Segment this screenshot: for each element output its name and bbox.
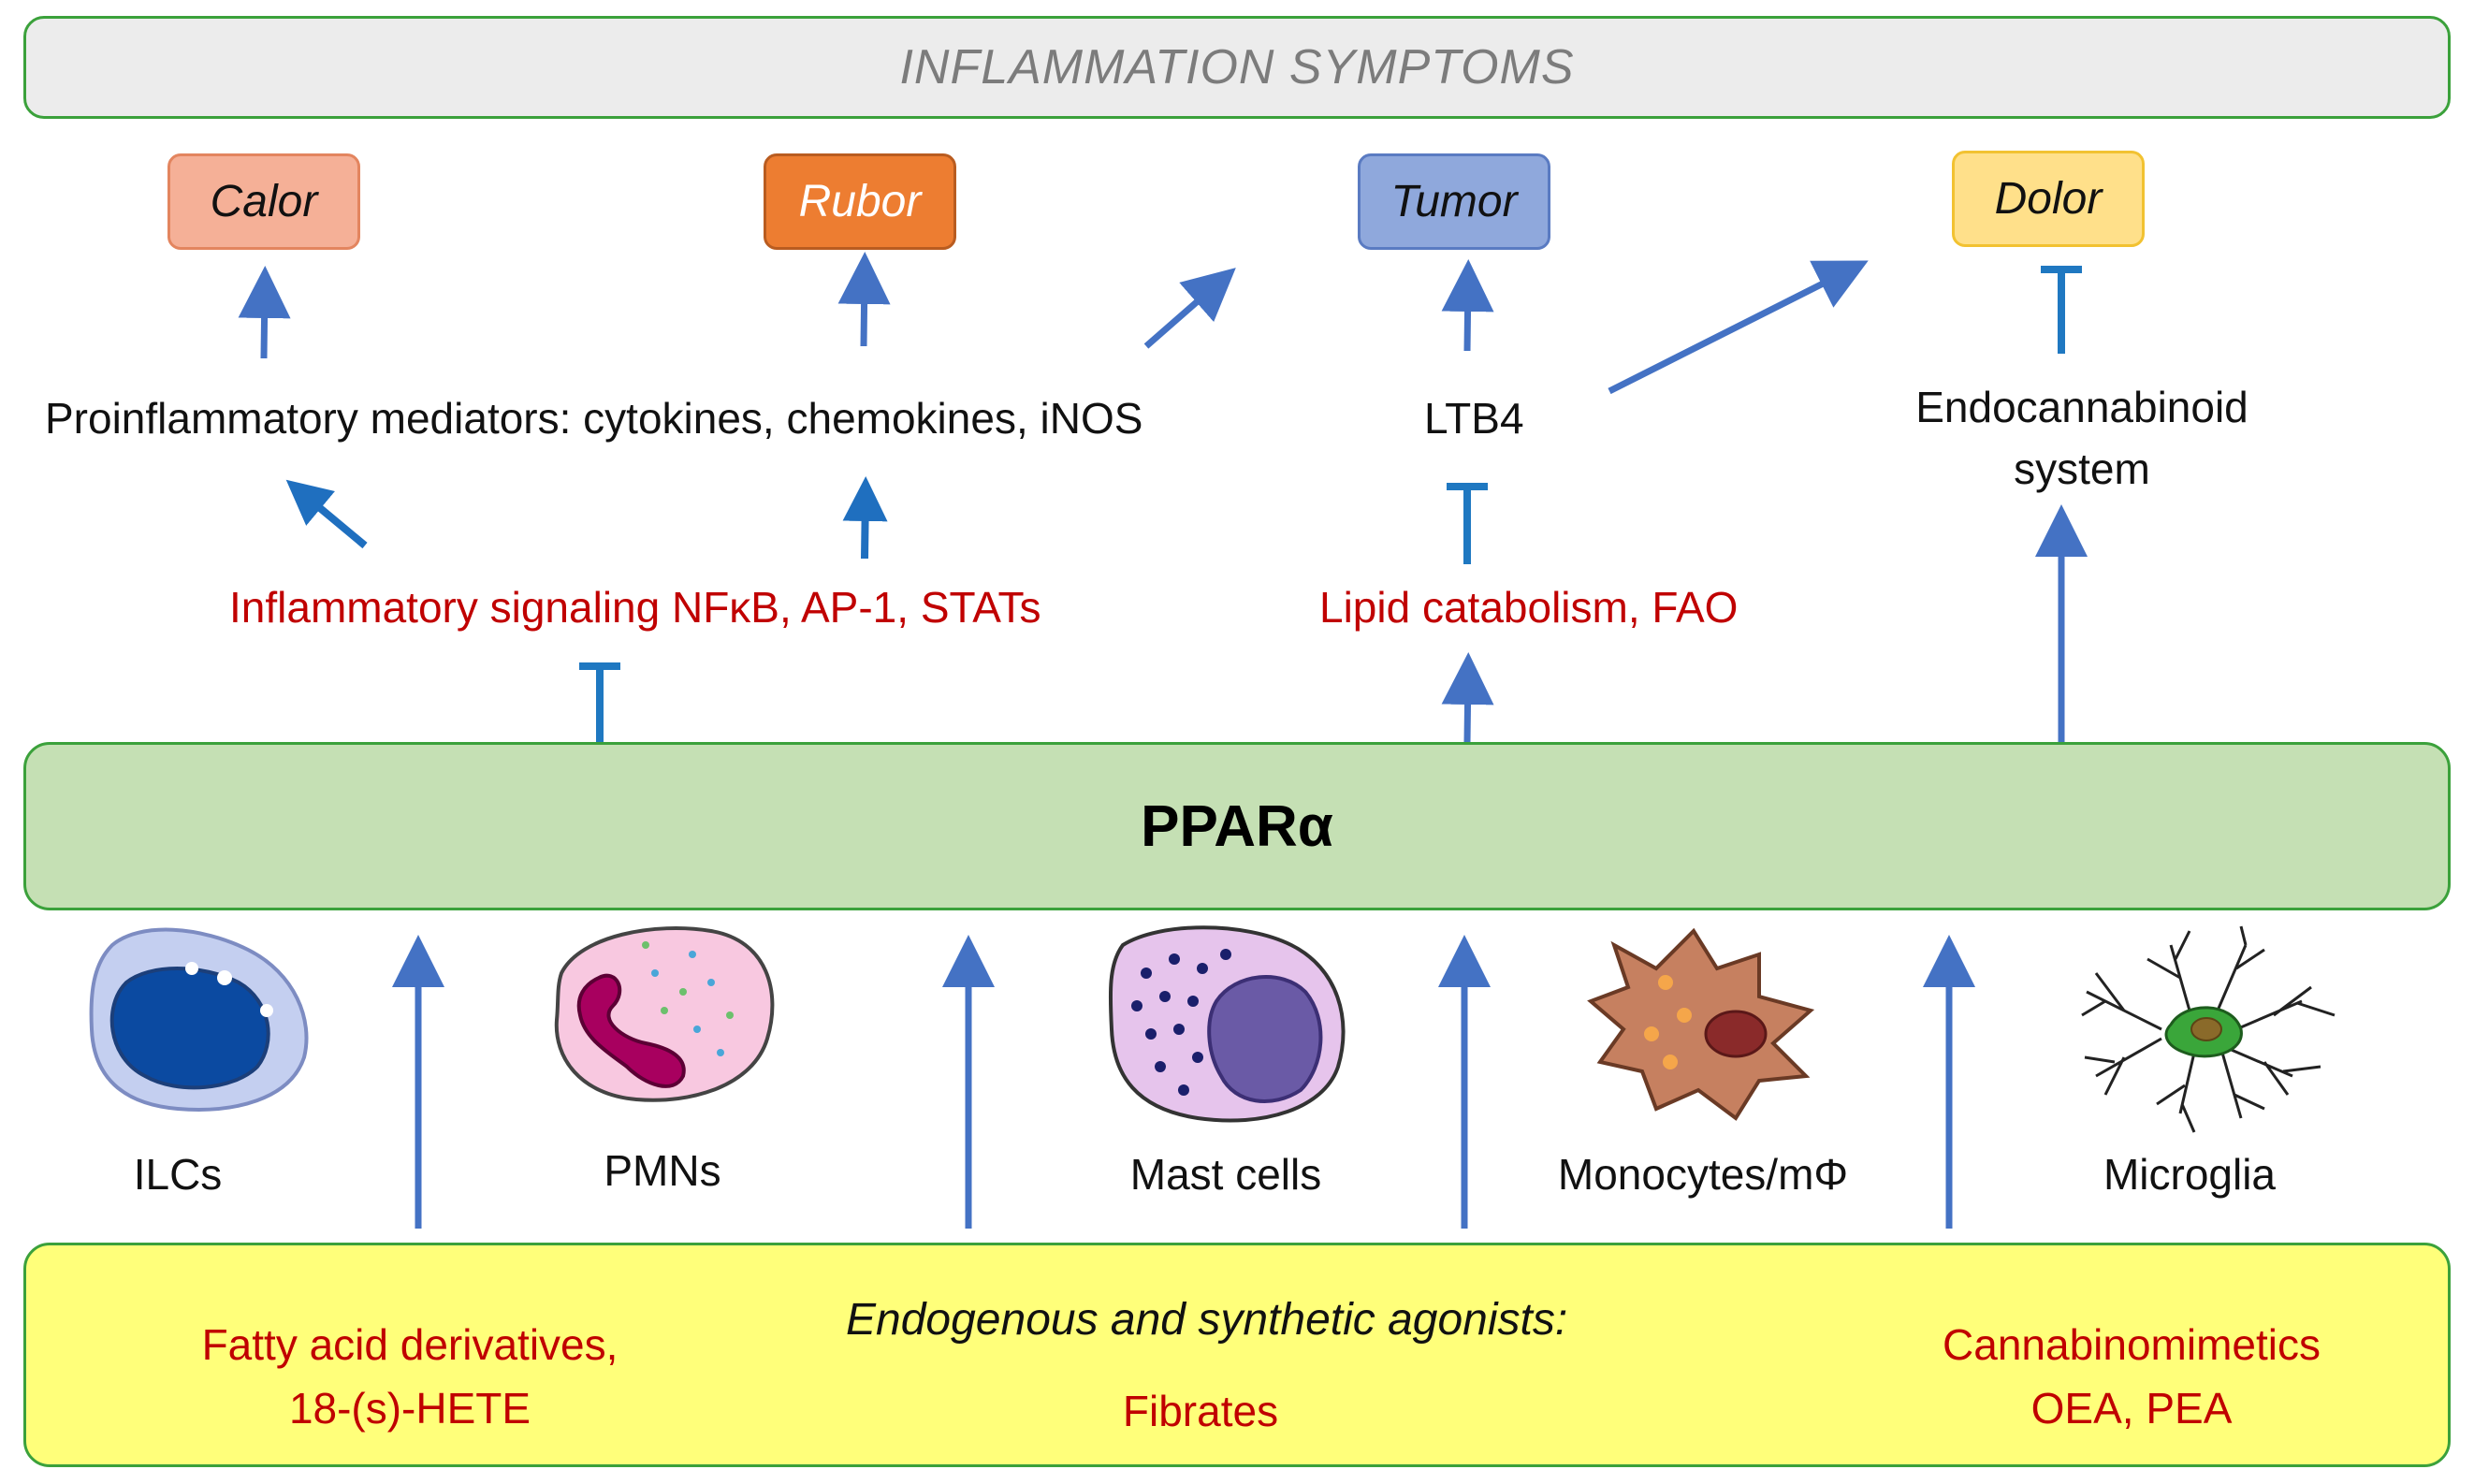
inflammatory-signaling-label: Inflammatory signaling NFκB, AP-1, STATs [229, 583, 1041, 632]
arrow-signaling-to-mediators-left [285, 479, 368, 549]
endocannabinoid-line-2: system [2014, 444, 2150, 493]
ppar-alpha-label: PPARα [1141, 793, 1333, 859]
arrow-signaling-to-mediators-right [842, 476, 888, 560]
symptom-dolor: Dolor [1952, 151, 2145, 247]
cannabinomimetics-line-1: Cannabinomimetics [1943, 1320, 2321, 1369]
cell-label-microglia: Microglia [2103, 1150, 2277, 1199]
symptom-calor: Calor [167, 153, 360, 250]
arrow-ltb4-to-dolor [1608, 260, 1869, 395]
fatty-acid-line-1: Fatty acid derivatives, [201, 1320, 618, 1369]
diagram-title: INFLAMMATION SYMPTOMS [899, 40, 1575, 95]
title-bar: INFLAMMATION SYMPTOMS [23, 16, 2451, 119]
cell-label-mast-cells: Mast cells [1129, 1150, 1322, 1199]
fatty-acid-derivatives: Fatty acid derivatives, 18-(s)-HETE [129, 1313, 691, 1440]
ppar-alpha-box: PPARα [23, 742, 2451, 910]
pmn-cell-icon [554, 926, 775, 1102]
ilc-cell-icon [89, 927, 309, 1112]
lipid-catabolism-label: Lipid catabolism, FAO [1319, 583, 1739, 632]
arrow-to-calor [238, 266, 291, 359]
proinflammatory-mediators-label: Proinflammatory mediators: cytokines, ch… [45, 394, 1143, 443]
mast-cell-icon [1108, 925, 1346, 1123]
inhibit-ltb4 [1447, 483, 1488, 564]
arrow-to-rubor [837, 252, 891, 347]
endocannabinoid-line-1: Endocannabinoid [1915, 383, 2248, 431]
inhibit-dolor [2041, 266, 2082, 354]
fatty-acid-line-2: 18-(s)-HETE [288, 1384, 531, 1433]
fibrates-label: Fibrates [1122, 1387, 1279, 1435]
arrow-ltb4-to-tumor [1441, 259, 1494, 352]
inhibit-signaling [579, 662, 620, 742]
symptom-rubor: Rubor [764, 153, 956, 250]
ltb4-label: LTB4 [1424, 394, 1524, 443]
cannabinomimetics-line-2: OEA, PEA [2030, 1384, 2233, 1433]
arrow-ppar-to-lipid [1441, 652, 1494, 743]
symptom-tumor: Tumor [1358, 153, 1550, 250]
cannabinomimetics: Cannabinomimetics OEA, PEA [1898, 1313, 2365, 1440]
agonists-heading: Endogenous and synthetic agonists: [846, 1295, 1568, 1345]
agonists-box: Endogenous and synthetic agonists: Fatty… [23, 1243, 2451, 1467]
microglia-cell-icon [2081, 925, 2336, 1133]
cell-label-pmns: PMNs [604, 1146, 721, 1195]
monocyte-cell-icon [1587, 927, 1815, 1121]
endocannabinoid-system-label: Endocannabinoid system [1890, 376, 2274, 500]
cell-label-monocytes: Monocytes/mΦ [1557, 1150, 1849, 1199]
arrow-mediators-to-tumor [1143, 268, 1236, 349]
cell-label-ilcs: ILCs [133, 1150, 223, 1199]
